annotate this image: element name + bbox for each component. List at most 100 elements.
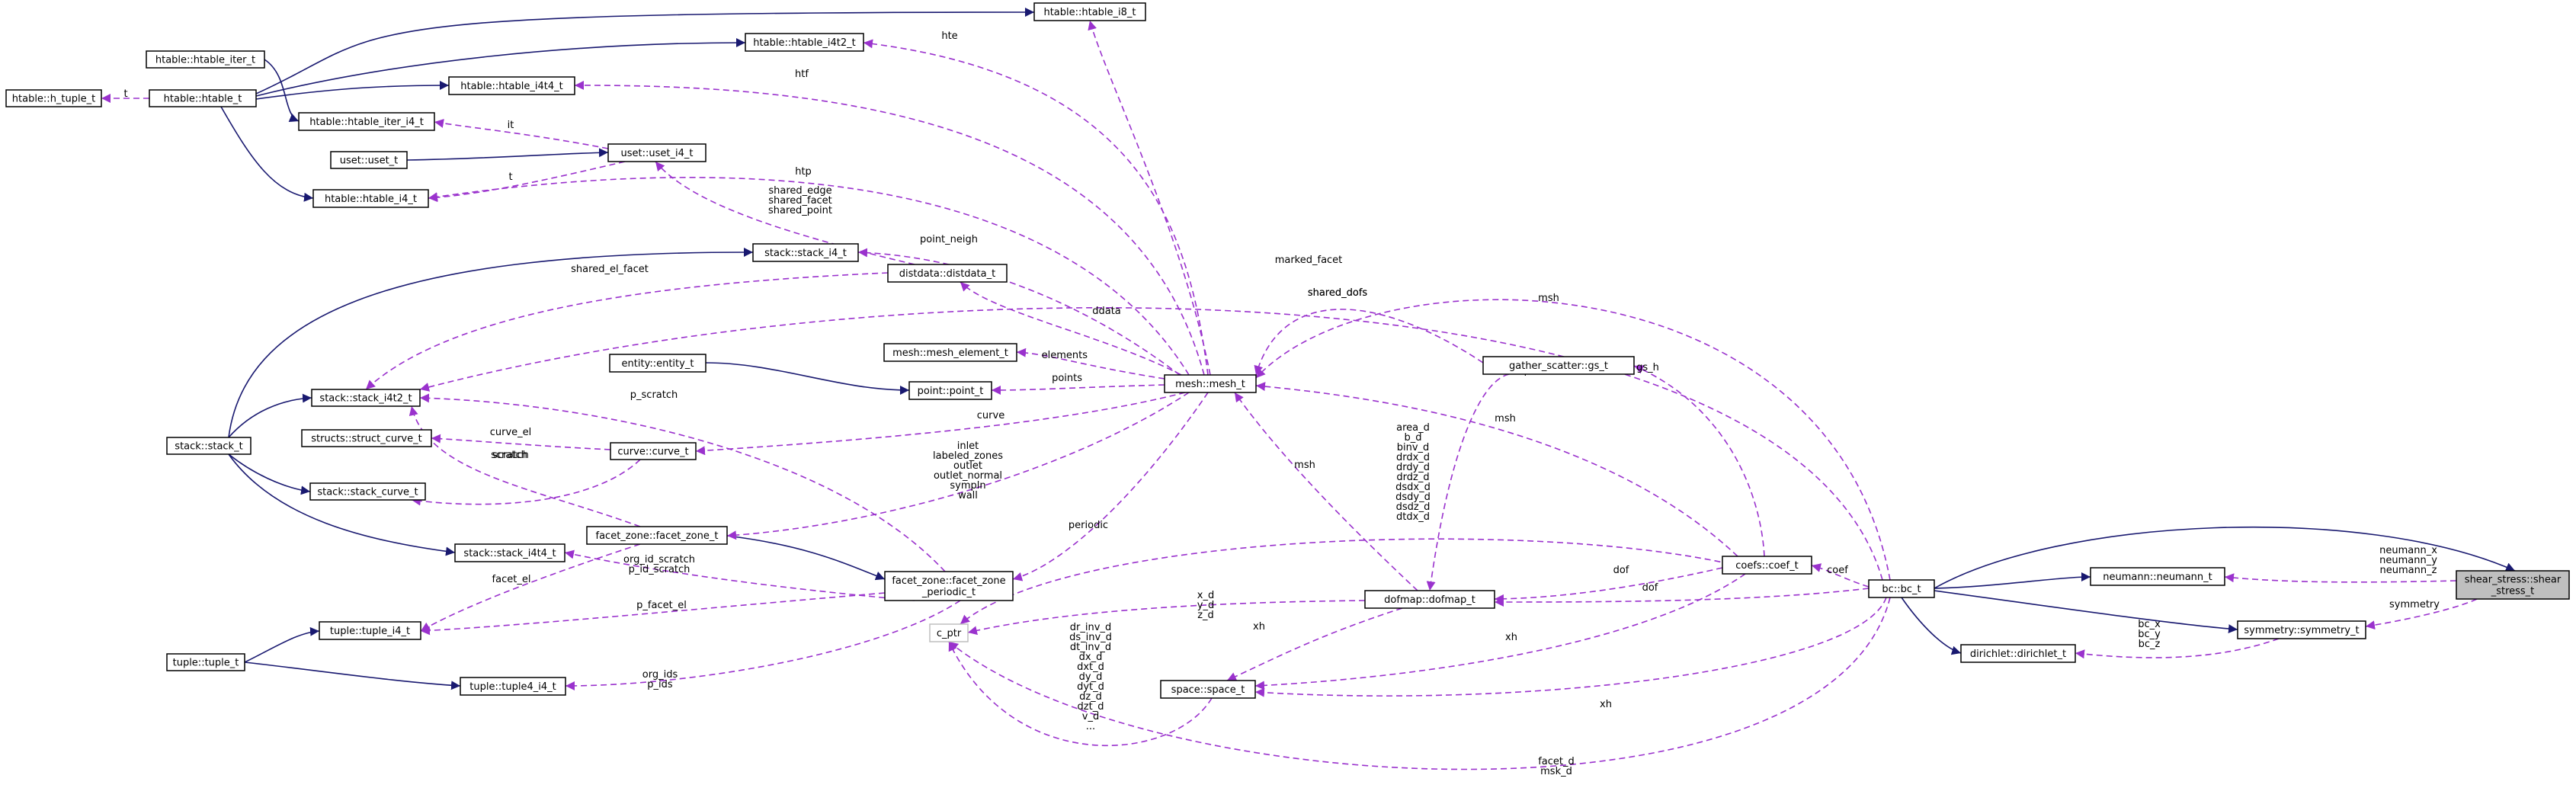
edge-label-line: drdy_d xyxy=(1396,462,1430,473)
class-node-htable-iter[interactable]: htable::htable_iter_t xyxy=(146,50,265,69)
edge-label-line: neumann_y xyxy=(2379,555,2437,566)
edge-member-bc-to-stack_i4t2 xyxy=(419,307,1883,581)
node-box[interactable] xyxy=(745,33,864,52)
node-box[interactable] xyxy=(610,442,697,460)
node-box[interactable] xyxy=(887,264,1008,283)
node-box[interactable] xyxy=(312,189,429,208)
node-box[interactable] xyxy=(908,381,992,400)
class-node-uset-i4[interactable]: uset::uset_i4_t xyxy=(607,143,706,162)
node-box[interactable] xyxy=(1164,374,1257,393)
class-node-tuple-i4[interactable]: tuple::tuple_i4_t xyxy=(319,621,421,640)
edge-path xyxy=(1012,392,1209,581)
edge-label-line: dsdz_d xyxy=(1396,501,1431,513)
node-label: stack::stack_i4_t xyxy=(764,248,847,259)
node-box[interactable] xyxy=(2237,620,2366,639)
node-box[interactable] xyxy=(1160,680,1256,699)
edge-member-coef-to-dofmap xyxy=(1494,567,1723,604)
class-node-htable[interactable]: htable::htable_t xyxy=(149,89,257,107)
class-node-point[interactable]: point::point_t xyxy=(908,381,992,400)
class-node-gather-scatter[interactable]: gather_scatter::gs_t xyxy=(1482,356,1635,375)
edge-member-dofmap-to-space xyxy=(1226,607,1403,681)
edge-label-line: dsdy_d xyxy=(1395,492,1431,503)
node-box[interactable] xyxy=(5,89,102,107)
edge-member-shear_stress-to-symmetry xyxy=(2365,598,2478,630)
node-label: distdata::distdata_t xyxy=(899,268,995,280)
class-node-stack-i4[interactable]: stack::stack_i4_t xyxy=(752,243,859,262)
class-node-struct-curve[interactable]: structs::struct_curve_t xyxy=(301,429,432,447)
edge-label-m19: curve xyxy=(977,410,1004,421)
node-box[interactable] xyxy=(298,112,435,131)
node-box[interactable] xyxy=(1960,644,2076,663)
class-node-htable-iter-i4[interactable]: htable::htable_iter_i4_t xyxy=(298,112,435,131)
node-box[interactable] xyxy=(586,526,728,545)
class-node-stack-i4t4[interactable]: stack::stack_i4t4_t xyxy=(454,543,566,562)
class-node-coef[interactable]: coefs::coef_t xyxy=(1722,556,1812,575)
edge-path xyxy=(220,106,314,202)
node-box[interactable] xyxy=(146,50,265,69)
class-node-symmetry[interactable]: symmetry::symmetry_t xyxy=(2237,620,2366,639)
edge-path xyxy=(244,626,320,663)
class-node-entity[interactable]: entity::entity_t xyxy=(609,354,706,373)
node-label: gather_scatter::gs_t xyxy=(1509,360,1608,372)
node-box[interactable] xyxy=(309,482,426,501)
class-node-stack-i4t2[interactable]: stack::stack_i4t2_t xyxy=(311,389,421,407)
node-box[interactable] xyxy=(609,354,706,373)
node-box[interactable] xyxy=(1364,590,1495,609)
class-node-facet-zone-periodic[interactable]: facet_zone::facet_zone_periodic_t xyxy=(884,571,1014,601)
class-node-stack[interactable]: stack::stack_t xyxy=(166,437,252,455)
node-box[interactable] xyxy=(460,677,566,696)
node-label: neumann::neumann_t xyxy=(2103,572,2212,583)
node-box[interactable] xyxy=(1722,556,1812,575)
class-node-dirichlet[interactable]: dirichlet::dirichlet_t xyxy=(1960,644,2076,663)
node-box[interactable] xyxy=(149,89,257,107)
class-node-mesh-element[interactable]: mesh::mesh_element_t xyxy=(883,343,1017,362)
class-node-curve[interactable]: curve::curve_t xyxy=(610,442,697,460)
node-box[interactable] xyxy=(166,653,245,671)
class-node-tuple4-i4[interactable]: tuple::tuple4_i4_t xyxy=(460,677,566,696)
node-box[interactable] xyxy=(1033,2,1146,21)
node-box[interactable] xyxy=(166,437,252,455)
edge-member-coef-to-mesh xyxy=(1255,382,1738,557)
node-label-line: htable::htable_i4_t xyxy=(325,194,417,205)
node-box[interactable] xyxy=(607,143,706,162)
node-box[interactable] xyxy=(884,571,1014,601)
edge-path xyxy=(863,39,1209,376)
edge-label-line: dtdx_d xyxy=(1396,511,1430,523)
node-box[interactable] xyxy=(319,621,421,640)
class-node-uset[interactable]: uset::uset_t xyxy=(330,151,408,169)
node-box[interactable] xyxy=(301,429,432,447)
class-node-mesh[interactable]: mesh::mesh_t xyxy=(1164,374,1257,393)
node-box[interactable] xyxy=(883,343,1017,362)
class-node-tuple[interactable]: tuple::tuple_t xyxy=(166,653,245,671)
edge-label-line: dr_inv_d xyxy=(1070,622,1111,633)
class-node-stack-curve[interactable]: stack::stack_curve_t xyxy=(309,482,426,501)
class-node-facet-zone[interactable]: facet_zone::facet_zone_t xyxy=(586,526,728,545)
node-box[interactable] xyxy=(311,389,421,407)
edge-path xyxy=(2365,598,2478,630)
edge-label-line: area_d xyxy=(1396,422,1430,434)
class-node-h-tuple[interactable]: htable::h_tuple_t xyxy=(5,89,102,107)
class-node-neumann[interactable]: neumann::neumann_t xyxy=(2090,567,2225,586)
node-box[interactable] xyxy=(2090,567,2225,586)
edge-label-line: t xyxy=(508,171,512,183)
class-node-htable-i4[interactable]: htable::htable_i4_t xyxy=(312,189,429,208)
node-box[interactable] xyxy=(752,243,859,262)
class-node-htable-i8[interactable]: htable::htable_i8_t xyxy=(1033,2,1146,21)
edge-label-line: scratch xyxy=(492,450,529,461)
node-box[interactable] xyxy=(454,543,566,562)
class-node-distdata[interactable]: distdata::distdata_t xyxy=(887,264,1008,283)
edge-label-m34: coef xyxy=(1827,565,1848,576)
class-node-htable-i4t2[interactable]: htable::htable_i4t2_t xyxy=(745,33,864,52)
node-box[interactable] xyxy=(1482,356,1635,375)
class-node-bc[interactable]: bc::bc_t xyxy=(1868,579,1935,598)
edge-path xyxy=(228,247,754,438)
class-node-dofmap[interactable]: dofmap::dofmap_t xyxy=(1364,590,1495,609)
node-box[interactable] xyxy=(330,151,408,169)
node-box[interactable] xyxy=(448,76,575,95)
node-box[interactable] xyxy=(1868,579,1935,598)
node-label-line: htable::htable_t xyxy=(164,94,242,105)
class-node-htable-i4t4[interactable]: htable::htable_i4t4_t xyxy=(448,76,575,95)
class-node-space[interactable]: space::space_t xyxy=(1160,680,1256,699)
